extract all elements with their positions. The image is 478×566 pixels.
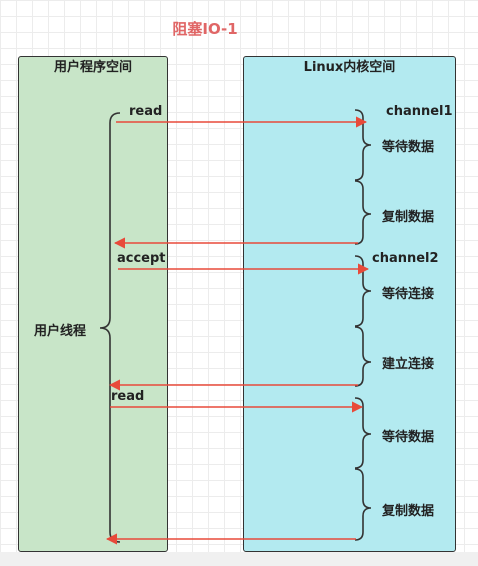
user-space-label: 用户程序空间 [53, 60, 132, 75]
user-space-box: 用户程序空间 [18, 56, 168, 552]
brace-wait-connect [354, 255, 372, 327]
kernel-space-label: Linux内核空间 [303, 60, 396, 75]
brace-wait-data-1 [354, 109, 372, 181]
phase-wait-connect: 等待连接 [382, 287, 435, 302]
brace-copy-data-2 [354, 468, 372, 541]
brace-wait-data-2 [354, 397, 372, 469]
brace-copy-data-1 [354, 180, 372, 245]
phase-wait-data-1: 等待数据 [382, 140, 435, 155]
accept-call-label: accept [117, 251, 166, 266]
user-thread-brace [99, 112, 121, 543]
read-call-label-1: read [129, 104, 163, 119]
kernel-space-box: Linux内核空间 [243, 56, 456, 552]
read-call-label-2: read [111, 389, 145, 404]
diagram-title: 阻塞IO-1 [172, 20, 238, 38]
phase-wait-data-2: 等待数据 [382, 430, 435, 445]
phase-copy-data-2: 复制数据 [382, 504, 435, 519]
phase-copy-data-1: 复制数据 [382, 210, 435, 225]
channel2-label: channel2 [372, 251, 439, 266]
user-thread-label: 用户线程 [34, 324, 87, 339]
channel1-label: channel1 [386, 104, 453, 119]
bottom-scroll-strip [0, 552, 478, 566]
brace-establish-connect [354, 326, 372, 387]
phase-establish-connect: 建立连接 [382, 357, 435, 372]
